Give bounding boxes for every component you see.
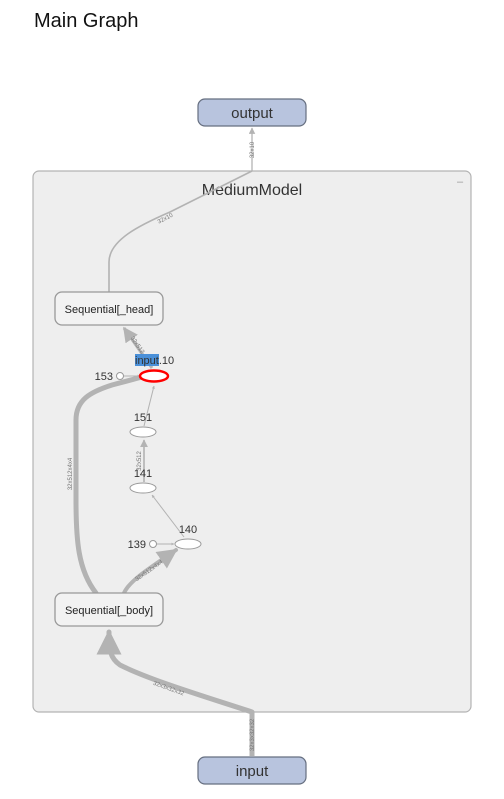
sequential-head-label: Sequential[_head] [65,304,154,316]
op-151-node[interactable]: 151 [129,412,157,438]
output-label: output [231,105,274,122]
sequential-body-label: Sequential[_body] [65,605,153,617]
edge-input-to-body [96,629,255,715]
const-139-label: 139 [128,539,146,551]
edge-label-to-output: 32x10 [250,141,256,158]
edge-body-to-140 [122,548,178,595]
op-141-node[interactable]: 141 [129,468,157,494]
const-139-node[interactable]: 139 [128,539,157,551]
const-153-node[interactable]: 153 [95,371,124,383]
op-141-label: 141 [134,468,152,480]
cluster-medium-model[interactable]: MediumModel – [32,170,472,713]
const-153-label: 153 [95,371,113,383]
edge-body-to-input10 [73,374,145,596]
op-input10-label: input.10 [135,355,174,367]
label-highlight [135,354,159,366]
edge-151-to-input10 [143,385,155,427]
edge-140-to-141 [151,494,185,538]
page-title: Main Graph [34,10,139,32]
output-node[interactable]: output [197,98,307,127]
op-input10-node[interactable]: input.10 [135,354,174,383]
edge-label-141-to-151: 32x512 [137,450,143,470]
edge-label-body-to-input10: 32x512x4x4 [68,457,74,490]
op-151-label: 151 [134,412,152,424]
sequential-body-node[interactable]: Sequential[_body] [54,592,164,627]
cluster-label: MediumModel [202,182,302,199]
input-node[interactable]: input [197,756,307,785]
sequential-head-node[interactable]: Sequential[_head] [54,291,164,326]
edge-label-input-entry: 32x3x32x32 [250,718,256,751]
collapse-icon[interactable]: – [457,176,464,188]
edges: 32x10 32x10 32x512 32x512x4x4 32x512 32x… [68,127,256,756]
edge-head-to-output [108,170,253,292]
op-140-label: 140 [179,524,197,536]
op-140-node[interactable]: 140 [174,524,202,550]
input-label: input [236,763,269,780]
